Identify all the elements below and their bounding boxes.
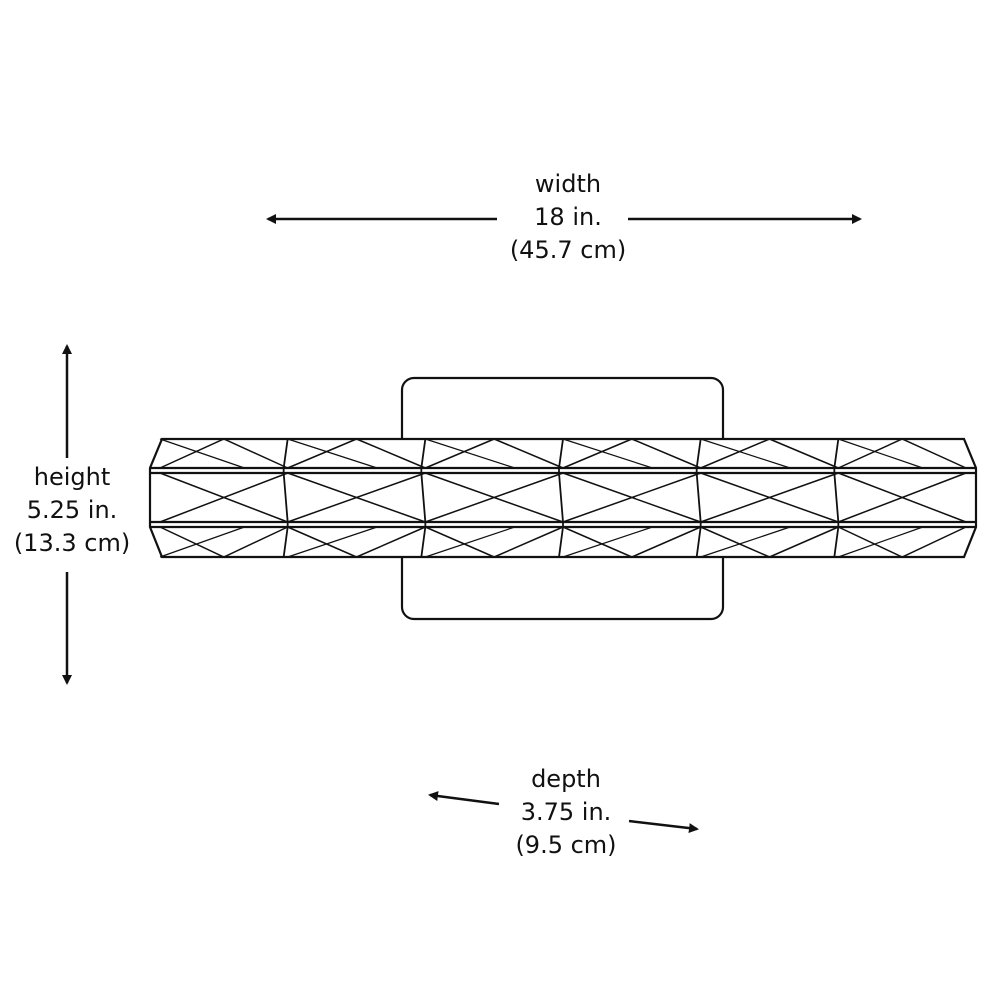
facet-top xyxy=(287,438,426,469)
bar-segment-separator xyxy=(695,438,702,558)
bar-segment-separator xyxy=(558,438,564,558)
facet-middle-diagonal xyxy=(838,472,967,523)
facet-middle-diagonal xyxy=(700,472,839,523)
facet-middle-diagonal xyxy=(287,472,426,523)
facet-top-diagonal xyxy=(425,438,516,469)
height-metric: (13.3 cm) xyxy=(13,529,131,557)
width-metric: (45.7 cm) xyxy=(509,236,627,264)
facet-top xyxy=(562,438,701,469)
facet-bottom-diagonal xyxy=(562,526,653,558)
facet-bottom-diagonal xyxy=(159,526,245,558)
facet-top-diagonal xyxy=(838,438,924,469)
width-dimension-label: width 18 in. (45.7 cm) xyxy=(468,168,668,267)
facet-top xyxy=(159,438,288,469)
facet-bottom-diagonal xyxy=(287,526,378,558)
facet-bottom xyxy=(562,526,701,558)
depth-arrow-left xyxy=(428,791,500,806)
facet-bottom-diagonal xyxy=(700,526,791,558)
facet-top-diagonal xyxy=(700,438,791,469)
facet-bottom xyxy=(287,526,426,558)
width-imperial: 18 in. xyxy=(534,203,602,231)
fixture-crystal-bar xyxy=(148,437,978,559)
depth-imperial: 3.75 in. xyxy=(520,798,612,826)
depth-arrow-right xyxy=(628,819,699,834)
bar-outline xyxy=(148,437,978,559)
facet-bottom xyxy=(425,526,564,558)
bar-segment-separator xyxy=(420,438,427,558)
height-dimension-label: height 5.25 in. (13.3 cm) xyxy=(0,461,172,560)
facet-top xyxy=(425,438,564,469)
facet-top-diagonal xyxy=(562,438,653,469)
facet-middle-diagonal xyxy=(562,472,701,523)
facet-top xyxy=(700,438,839,469)
facet-bottom xyxy=(838,526,967,558)
height-imperial: 5.25 in. xyxy=(26,496,118,524)
facet-top-diagonal xyxy=(159,438,245,469)
facet-top xyxy=(838,438,967,469)
facet-top-diagonal xyxy=(287,438,378,469)
depth-dimension-label: depth 3.75 in. (9.5 cm) xyxy=(466,763,666,862)
facet-bottom xyxy=(700,526,839,558)
depth-metric: (9.5 cm) xyxy=(515,831,617,859)
depth-name: depth xyxy=(531,765,601,793)
facet-middle-diagonal xyxy=(425,472,564,523)
bar-segment-separator xyxy=(833,438,840,558)
facet-middle-diagonal xyxy=(159,472,288,523)
bar-segment-separator xyxy=(282,438,289,558)
facet-bottom-diagonal xyxy=(425,526,516,558)
facet-bottom-diagonal xyxy=(838,526,924,558)
height-name: height xyxy=(33,463,111,491)
width-name: width xyxy=(534,170,602,198)
facet-bottom xyxy=(159,526,288,558)
